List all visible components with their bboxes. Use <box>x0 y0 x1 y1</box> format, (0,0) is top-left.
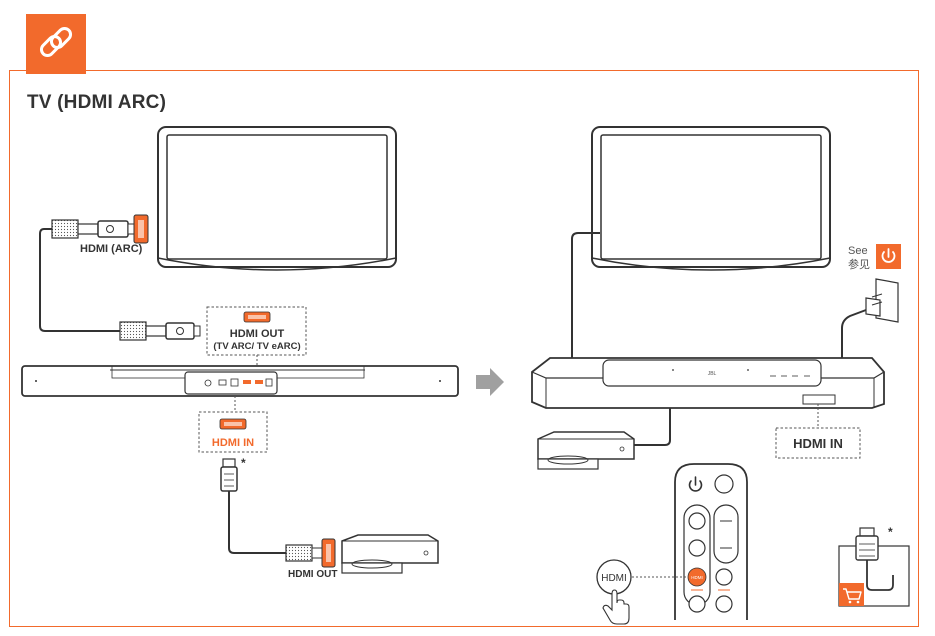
label-hdmi-out-source: HDMI OUT <box>288 569 337 580</box>
label-see-zh: 参见 <box>848 257 870 271</box>
label-hdmi-out: HDMI OUT <box>230 328 285 340</box>
soundbar-right: JBL <box>531 357 885 409</box>
soundbar-logo: JBL <box>708 371 717 377</box>
media-player-left <box>341 534 439 574</box>
content-frame <box>9 70 919 627</box>
hdmi-in-callout-left: HDMI IN <box>198 411 268 453</box>
power-icon <box>876 244 901 269</box>
remote-hdmi-button-label: HDMI <box>691 575 703 580</box>
hand-pointer-icon <box>602 589 630 625</box>
source-hdmi-port-icon <box>321 538 336 568</box>
power-socket <box>841 278 899 358</box>
remote-control: HDMI <box>674 463 748 620</box>
label-remote-hdmi: HDMI <box>601 573 627 584</box>
tv-left <box>157 126 397 271</box>
hdmi-cable-connector-top <box>51 219 135 239</box>
shopping-cart-icon <box>839 583 864 606</box>
hdmi-out-callout: HDMI OUT (TV ARC/ TV eARC) <box>206 306 307 356</box>
asterisk-left: * <box>241 456 246 470</box>
hdmi-cable-line-left <box>39 228 120 332</box>
remote-hdmi-button <box>687 567 707 587</box>
media-player-right <box>537 431 635 470</box>
label-hdmi-arc: HDMI (ARC) <box>80 243 143 255</box>
remote-power-icon <box>688 476 703 492</box>
hdmi-press-callout: HDMI <box>596 559 632 595</box>
link-icon <box>26 14 86 74</box>
header-bar <box>8 8 921 74</box>
arrow-right-icon <box>476 368 504 396</box>
section-title: TV (HDMI ARC) <box>27 92 167 113</box>
soundbar-left <box>21 365 459 397</box>
hdmi-in-callout-right: HDMI IN <box>775 427 861 459</box>
asterisk-right: * <box>888 525 893 539</box>
hdmi-cable-connector-bottom <box>119 321 201 341</box>
label-hdmi-in-right: HDMI IN <box>793 436 843 451</box>
tv-hdmi-port-icon <box>133 214 149 244</box>
hdmi-cable-player-right <box>628 408 671 446</box>
label-hdmi-in-left: HDMI IN <box>212 437 254 449</box>
tv-right <box>591 126 831 271</box>
label-see: See <box>848 245 868 257</box>
hdmi-cable-vertical <box>220 458 323 562</box>
label-tv-arc: (TV ARC/ TV eARC) <box>213 341 300 352</box>
hdmi-cable-line-right <box>571 232 600 358</box>
